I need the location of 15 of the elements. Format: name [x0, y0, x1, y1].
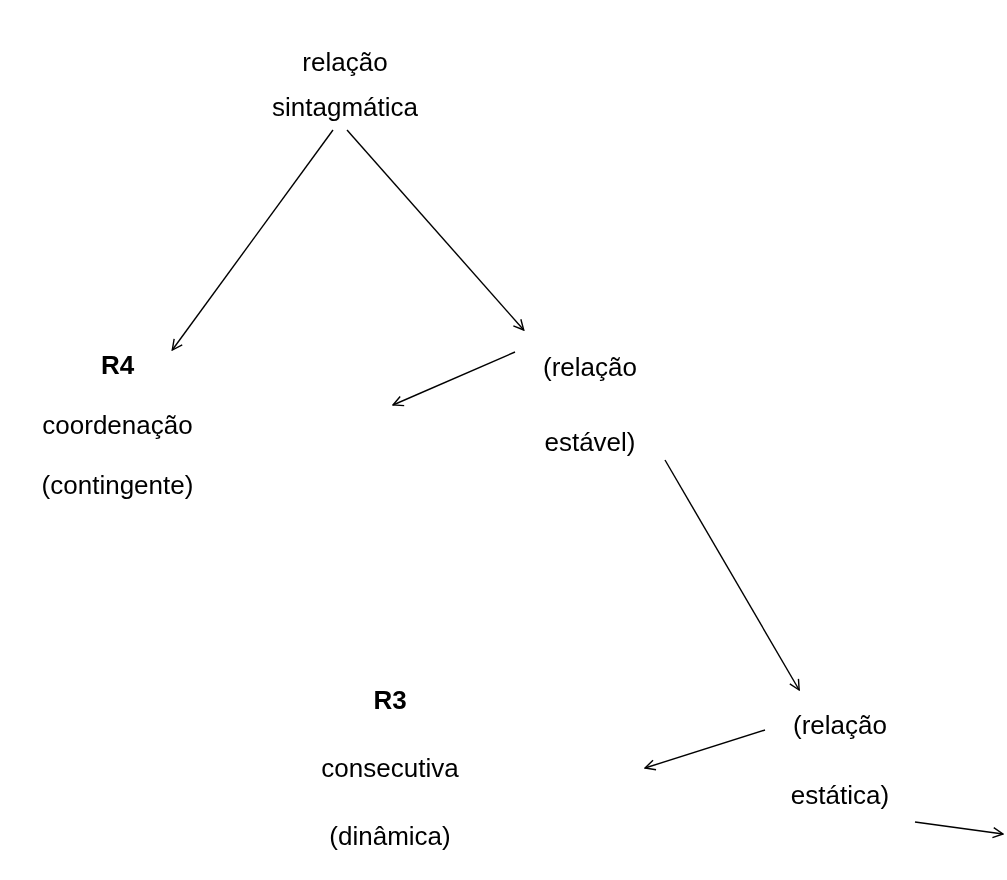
- arrow: [664, 459, 800, 691]
- node-label: coordenação: [42, 410, 193, 440]
- node-heading: R3: [373, 685, 407, 715]
- node-label: (contingente): [41, 470, 194, 500]
- node-heading: R4: [100, 350, 135, 380]
- node-label: (dinâmica): [329, 821, 451, 851]
- arrow: [644, 729, 766, 771]
- node-label: (relação estática): [789, 709, 891, 812]
- node-label: relação sintagmática: [271, 46, 419, 124]
- node-label: consecutiva: [321, 753, 459, 783]
- node-label: (relação estável): [542, 351, 638, 459]
- arrow: [914, 821, 1004, 839]
- arrow: [392, 351, 516, 407]
- arrow: [346, 129, 525, 331]
- arrow: [171, 129, 334, 351]
